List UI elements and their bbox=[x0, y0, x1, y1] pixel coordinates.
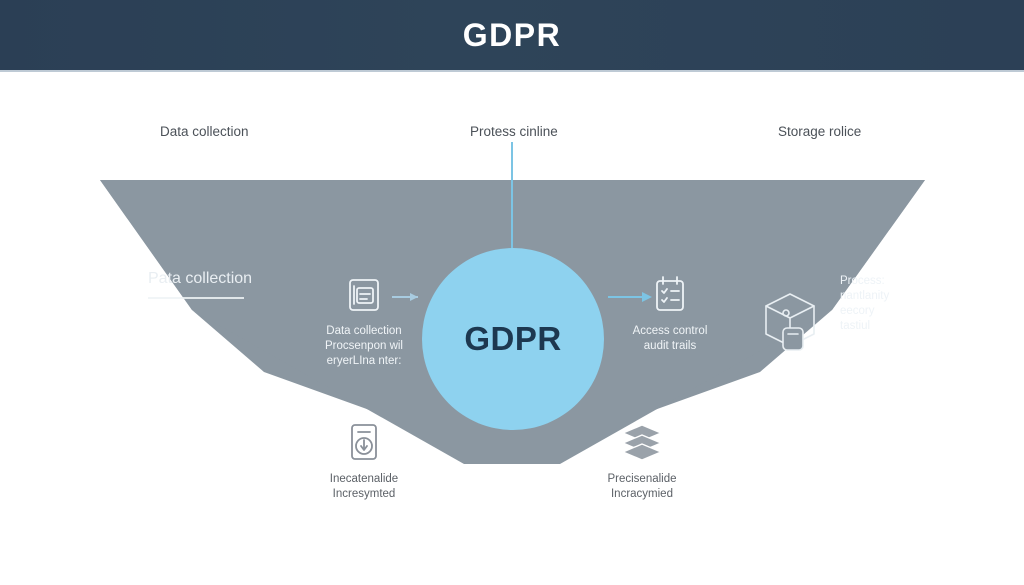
node-caption: Inecatenalide Incresymted bbox=[330, 472, 398, 502]
page-title: GDPR bbox=[462, 16, 562, 53]
band-right-line-3: eecory bbox=[840, 305, 875, 317]
connector-right-arrowhead bbox=[642, 292, 652, 302]
node-encryption[interactable]: Inecatenalide Incresymted bbox=[284, 420, 444, 502]
node-caption: Access control audit trails bbox=[633, 324, 708, 354]
lock-safe-icon bbox=[351, 424, 377, 460]
node-caption: Data collection Procsenpon wil eryerLIna… bbox=[325, 324, 403, 369]
node-caption-line-2: audit trails bbox=[643, 340, 697, 352]
node-caption: Precisenalide Incracymied bbox=[607, 472, 676, 502]
node-caption-line-2: Incresymted bbox=[332, 488, 396, 500]
node-caption-line-2: Procsenpon wil bbox=[325, 340, 403, 352]
header-bar: GDPR bbox=[0, 0, 1024, 70]
band-heading-label: Pata collection bbox=[148, 270, 253, 287]
node-caption-line-3: eryerLIna nter: bbox=[326, 355, 402, 367]
node-caption-line-1: Precisenalide bbox=[607, 473, 677, 485]
document-card-icon bbox=[349, 279, 379, 311]
node-caption-line-1: Data collection bbox=[326, 325, 402, 337]
clipboard-checklist-icon bbox=[656, 276, 684, 311]
center-node-gdpr[interactable]: GDPR bbox=[422, 248, 604, 430]
node-data-collection[interactable]: Data collection Procsenpon wil eryerLIna… bbox=[284, 272, 444, 369]
band-right-line-1: Process: bbox=[840, 275, 885, 287]
band-heading-rule bbox=[148, 297, 244, 299]
node-access-control[interactable]: Access control audit trails bbox=[590, 272, 750, 354]
connector-left-arrowhead bbox=[410, 293, 418, 301]
center-node-label: GDPR bbox=[464, 320, 562, 357]
node-caption-line-1: Access control bbox=[632, 325, 708, 337]
cube-box-icon bbox=[765, 293, 815, 351]
stage-label-data-collection: Data collection bbox=[160, 124, 249, 139]
node-icon-wrap bbox=[650, 272, 690, 318]
band-right-text-block: Process: nantlanity eecory tastiul bbox=[840, 274, 930, 334]
node-icon-wrap bbox=[619, 420, 665, 466]
node-icon-wrap bbox=[345, 420, 383, 466]
node-caption-line-2: Incracymied bbox=[610, 488, 673, 500]
stage-label-process-pipeline: Protess cinline bbox=[470, 124, 558, 139]
stacked-layers-icon bbox=[622, 424, 662, 461]
node-icon-wrap bbox=[344, 272, 384, 318]
band-heading: Pata collection bbox=[148, 270, 378, 299]
header-divider bbox=[0, 70, 1024, 72]
stage-label-storage-policy: Storage rolice bbox=[778, 124, 862, 139]
node-caption-line-1: Inecatenalide bbox=[329, 473, 399, 485]
band-right-line-2: nantlanity bbox=[840, 290, 890, 302]
node-data-storage[interactable]: Precisenalide Incracymied bbox=[562, 420, 722, 502]
band-right-line-4: tastiul bbox=[840, 320, 871, 332]
diagram-canvas: Data collection Protess cinline Storage … bbox=[0, 72, 1024, 585]
